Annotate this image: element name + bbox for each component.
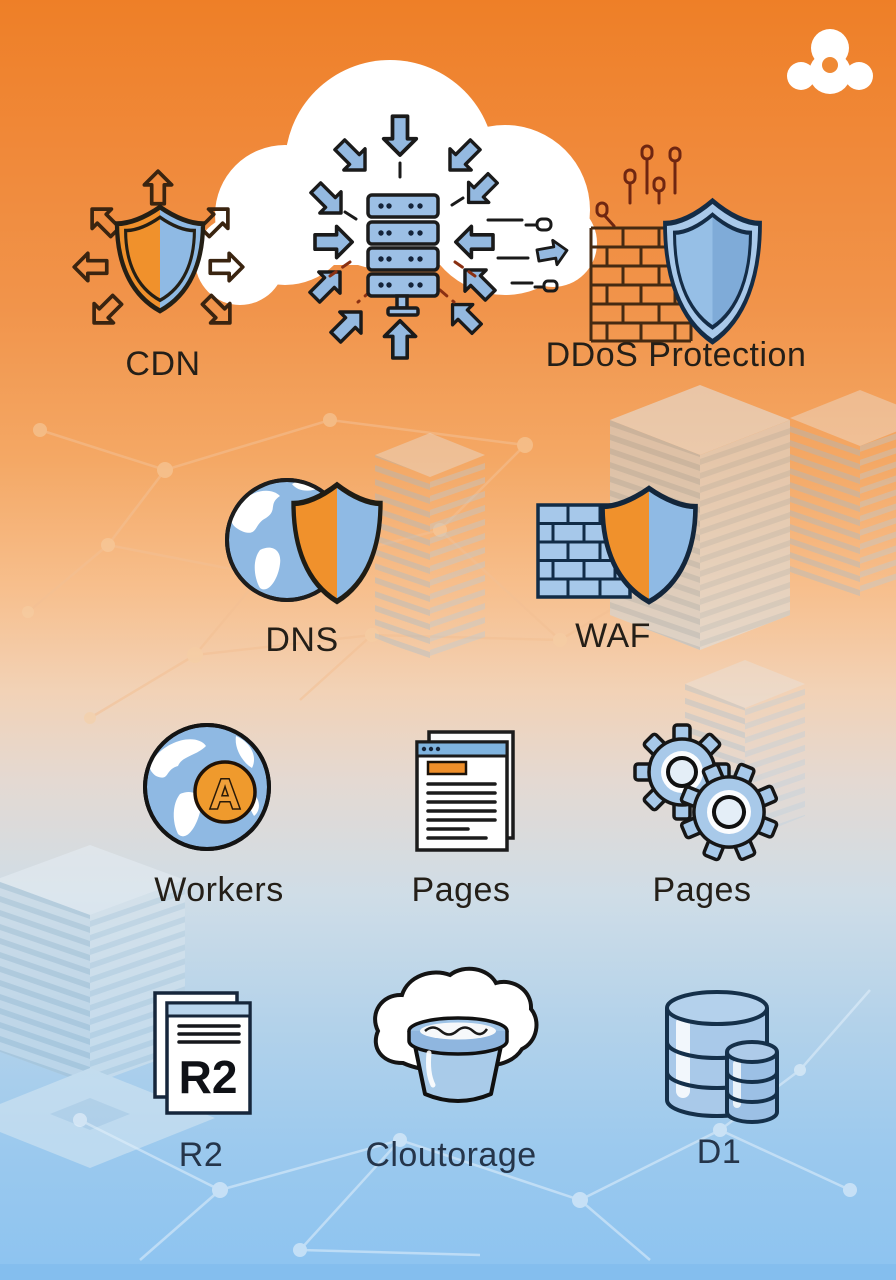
building-silhouette <box>790 390 896 600</box>
two-tone-shield <box>114 204 206 314</box>
two-tone-shield <box>291 481 383 605</box>
service-waf <box>518 458 713 608</box>
text-lines <box>177 1024 241 1044</box>
service-r2: R2 <box>145 982 265 1122</box>
network-blue <box>73 989 871 1261</box>
service-label-ddos: DDoS Protection <box>545 336 807 374</box>
worker-letter: A <box>210 771 240 818</box>
service-workers: A <box>132 712 292 867</box>
service-label-waf: WAF <box>575 617 651 655</box>
globe-shield-icon <box>225 478 383 605</box>
globe-letter-icon: A <box>143 723 271 851</box>
attack-pins <box>595 144 682 228</box>
webpage-document-icon <box>415 730 515 852</box>
speed-lines <box>343 161 559 293</box>
service-storage <box>365 963 550 1118</box>
cloud-bucket-icon <box>373 966 539 1103</box>
brick-wall-shield-icon <box>536 485 698 605</box>
blue-shield <box>663 197 762 345</box>
service-d1 <box>650 982 790 1132</box>
firewall-shield-icon <box>589 144 762 345</box>
service-label-workers: Workers <box>154 871 284 909</box>
gears-icon <box>633 723 779 862</box>
service-label-d1: D1 <box>696 1133 742 1171</box>
service-label-pages2: Pages <box>652 871 752 909</box>
service-label-cdn: CDN <box>125 345 201 383</box>
database-cylinders-icon <box>665 990 779 1124</box>
text-lines <box>426 782 497 840</box>
two-tone-shield <box>600 485 698 605</box>
window-dots <box>421 746 441 752</box>
service-label-dns: DNS <box>265 621 339 659</box>
server-leds <box>378 203 423 288</box>
document-r2-icon: R2 <box>153 991 252 1115</box>
service-ddos <box>575 120 790 355</box>
service-pages <box>398 718 528 858</box>
cloud-servers-icon <box>195 60 597 360</box>
hero-cloud-servers <box>185 35 605 365</box>
server-stack <box>366 193 440 317</box>
service-dns <box>222 462 402 612</box>
service-pages-gears <box>625 722 790 862</box>
bottom-blue-strip <box>0 1264 896 1280</box>
small-cylinder <box>725 1040 779 1124</box>
service-cdn <box>58 150 268 360</box>
gear <box>679 762 779 862</box>
cdn-shield-arrows-icon <box>72 169 245 335</box>
service-label-storage: Cloutorage <box>365 1136 537 1174</box>
continents <box>149 736 259 837</box>
brand-logo <box>780 15 880 115</box>
service-label-r2: R2 <box>178 1136 224 1174</box>
bucket <box>407 1016 509 1103</box>
cloud-logo-icon <box>787 29 873 94</box>
r2-text: R2 <box>179 1051 238 1103</box>
service-label-pages: Pages <box>411 871 511 909</box>
building-silhouette <box>375 433 485 660</box>
